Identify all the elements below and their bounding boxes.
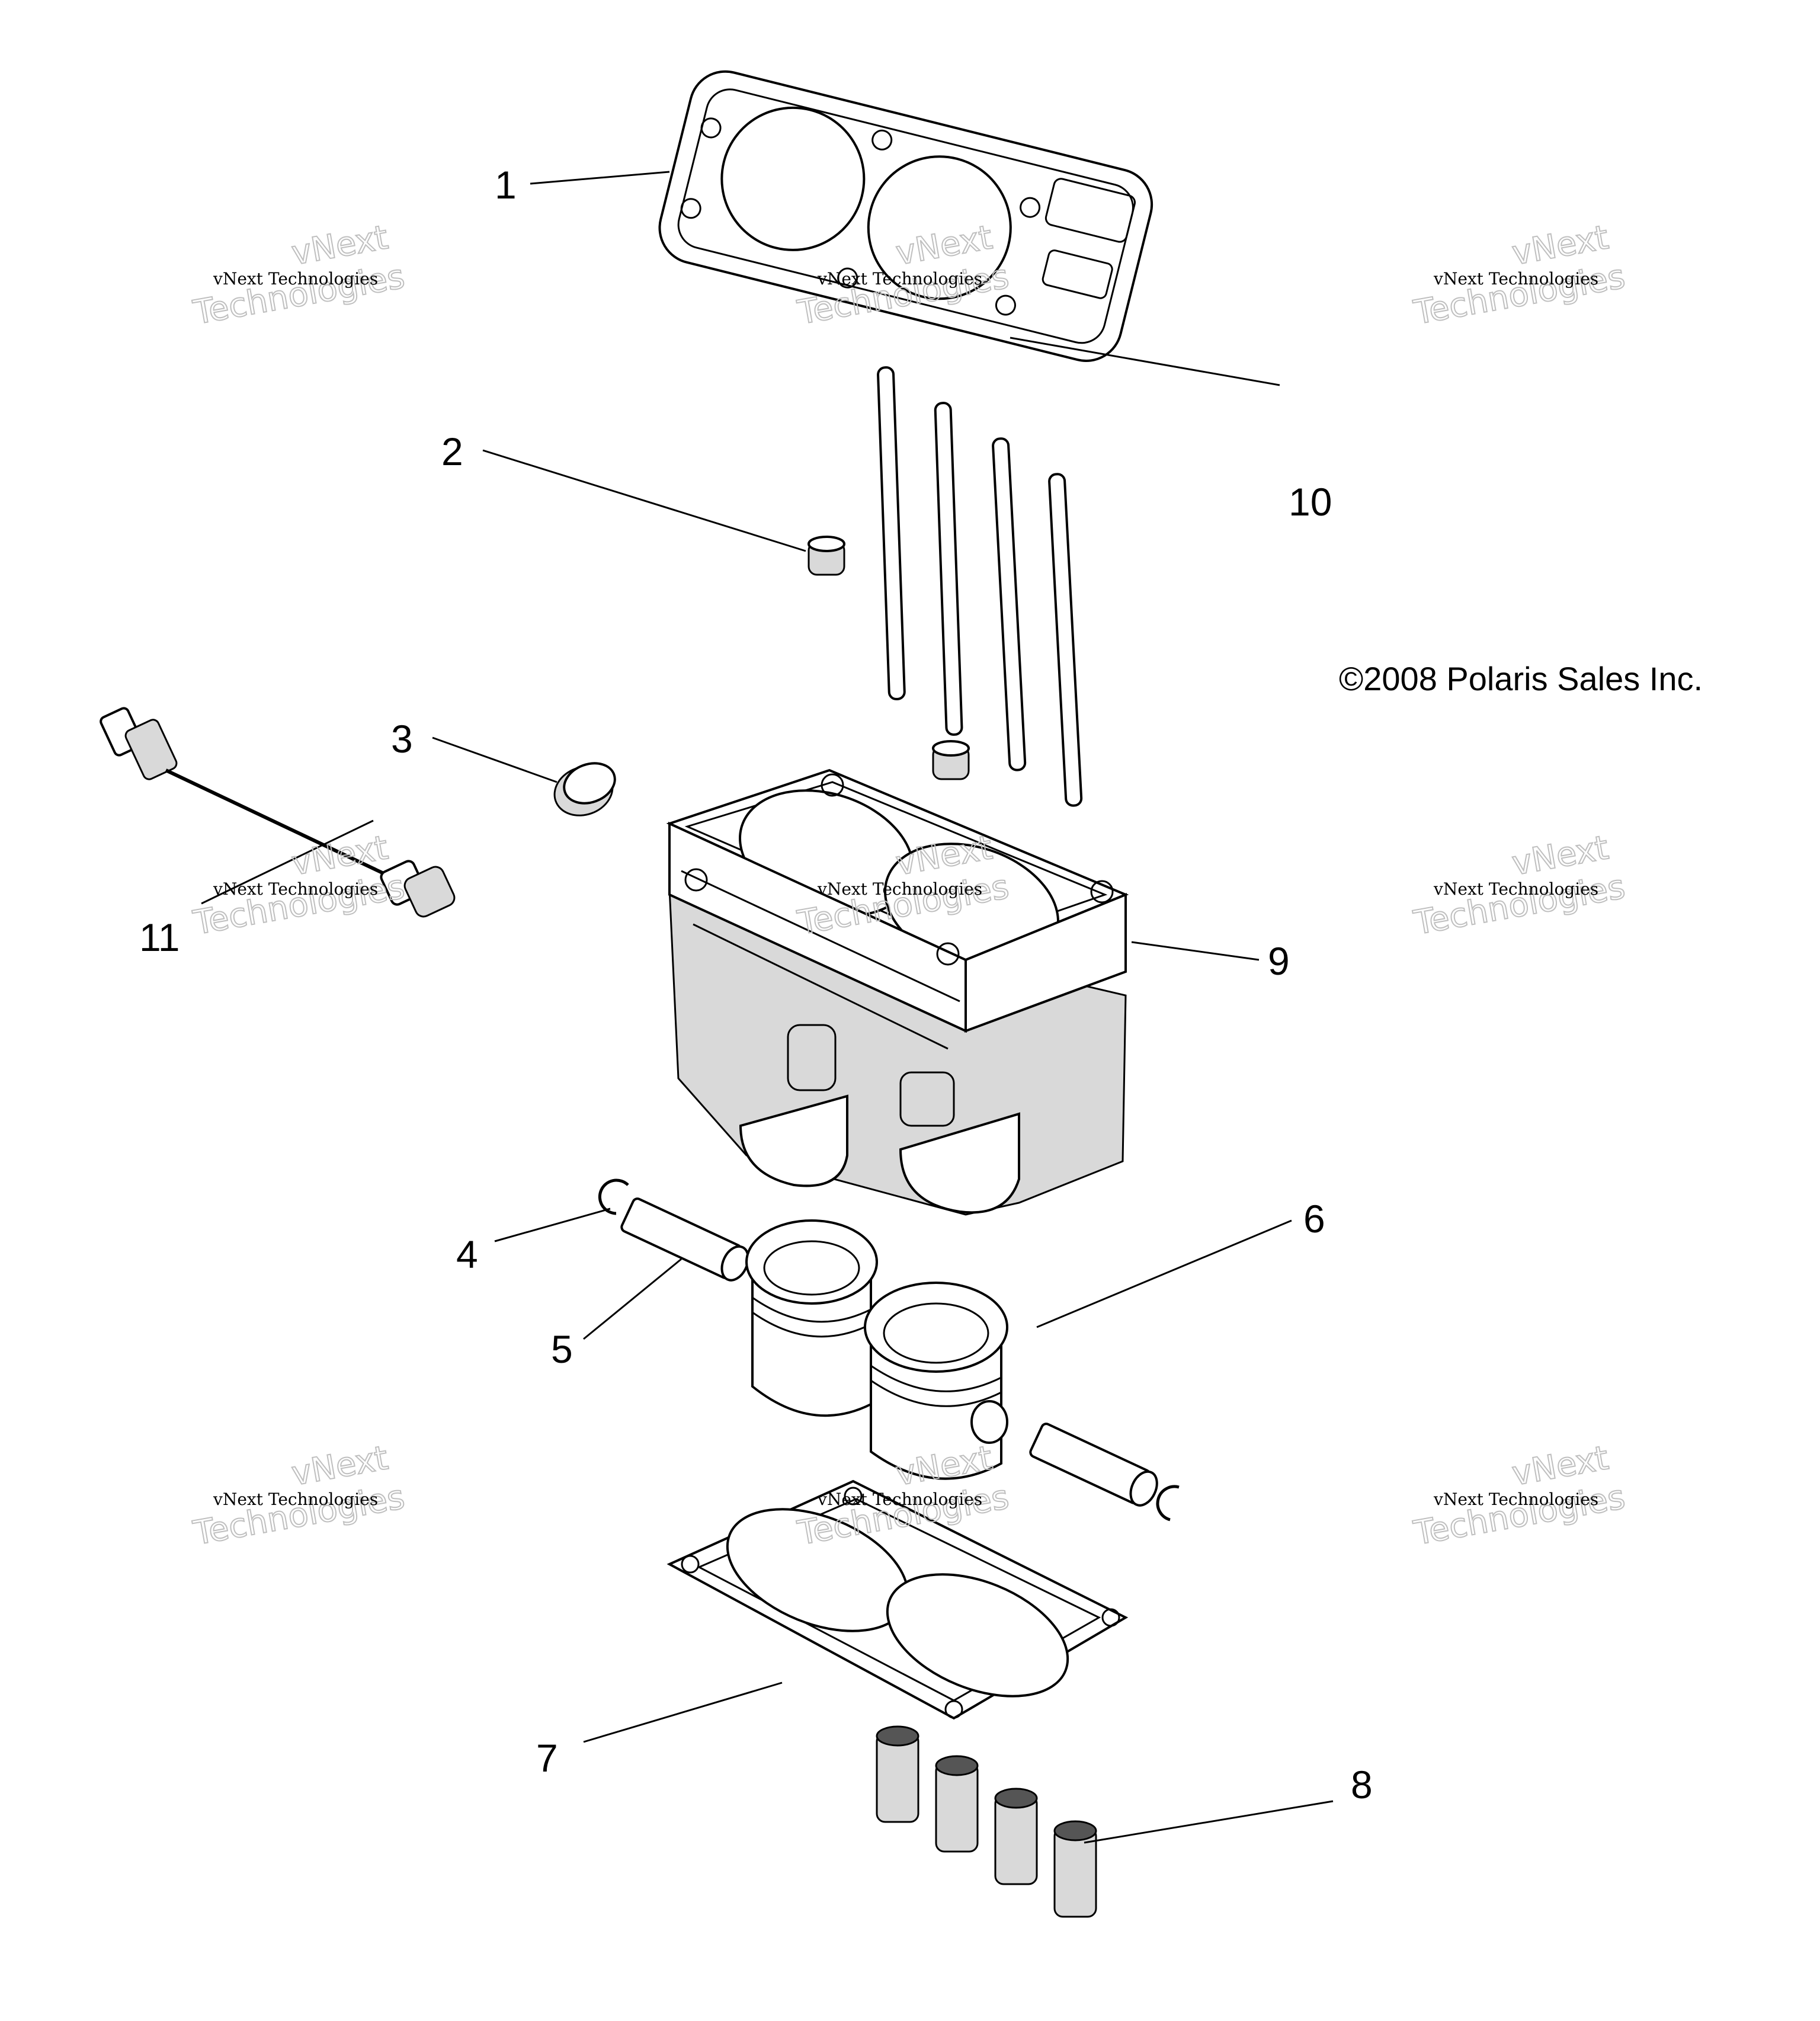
head-gasket [658,70,1153,362]
cylinder-studs [877,366,1083,807]
watermark-middle-left: vNext Technologies vNext Technologies [190,828,408,943]
watermark-bottom-left: vNext Technologies vNext Technologies [190,1438,408,1554]
svg-text:vNext Technologies: vNext Technologies [1433,1490,1598,1509]
watermark-top-left: vNext Technologies vNext Technologies [190,217,408,333]
callout-5: 5 [551,1327,573,1371]
callout-6: 6 [1303,1197,1325,1241]
svg-text:vNext Technologies: vNext Technologies [213,879,378,899]
expansion-plug [553,762,616,816]
callout-1: 1 [495,163,517,207]
dowel-pin-upper [808,536,845,576]
piston-rear [745,1219,878,1417]
callout-9: 9 [1268,939,1290,983]
svg-text:vNext Technologies: vNext Technologies [213,1490,378,1509]
piston-pin-upper [620,1197,749,1282]
watermark-bottom-center: vNext Technologies vNext Technologies [794,1438,1012,1554]
callout-3: 3 [391,717,413,761]
snap-ring-upper [598,1178,629,1215]
copyright-text: ©2008 Polaris Sales Inc. [1339,660,1703,697]
dowel-pin-lower [932,740,970,780]
piston-front [864,1282,1008,1480]
callout-8: 8 [1351,1763,1373,1807]
svg-text:vNext Technologies: vNext Technologies [1433,269,1598,289]
cylinder-block [666,768,1129,1216]
callout-7: 7 [536,1736,558,1780]
watermark-top-center: vNext Technologies vNext Technologies [794,217,1012,333]
svg-text:vNext Technologies: vNext Technologies [817,269,982,289]
base-gasket [667,1479,1129,1720]
snap-ring-lower [1156,1485,1180,1522]
svg-text:vNext Technologies: vNext Technologies [213,269,378,289]
callout-11: 11 [139,915,180,959]
temperature-sensor [100,707,456,918]
callout-10: 10 [1289,480,1332,524]
watermark-bottom-right: vNext Technologies vNext Technologies [1410,1438,1629,1554]
hollow-dowels [876,1725,1097,1918]
callout-4: 4 [456,1232,478,1276]
watermark-top-right: vNext Technologies vNext Technologies [1410,217,1629,333]
svg-text:vNext Technologies: vNext Technologies [1433,879,1598,899]
watermark-middle-right: vNext Technologies vNext Technologies [1410,828,1629,943]
leader-lines [201,171,1334,1844]
piston-pin-lower [1029,1423,1158,1507]
callout-2: 2 [441,430,463,473]
svg-text:vNext Technologies: vNext Technologies [817,1490,982,1509]
svg-text:vNext Technologies: vNext Technologies [817,879,982,899]
